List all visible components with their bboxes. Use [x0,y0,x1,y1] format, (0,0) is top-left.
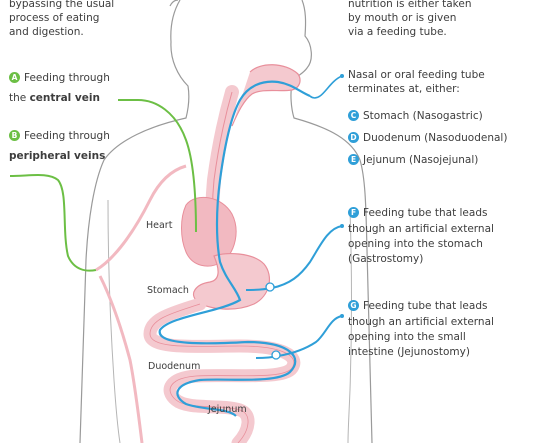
arm-vein-lower [100,276,142,443]
badge-b: B [9,130,20,141]
label-heart: Heart [146,220,172,231]
left-intro-line-3: and digestion. [9,25,84,40]
right-intro-line-3: via a feeding tube. [348,25,447,40]
nasal-label-leader [310,76,342,98]
label-stomach: Stomach [147,285,189,296]
peripheral-vein-line [10,175,96,271]
item-b-line-2: peripheral veins [9,149,105,164]
right-intro-line-1: nutrition is either taken [348,0,471,12]
nasal-line-1: Nasal or oral feeding tube [348,68,485,83]
badge-c: C [348,110,359,121]
badge-g: G [348,300,359,311]
nasal-leader-dot [340,74,344,78]
jejunostomy-port [272,351,280,359]
left-intro-line-2: process of eating [9,11,99,26]
badge-e: E [348,154,359,165]
nasal-line-2: terminates at, either: [348,82,460,97]
item-g-line-4: intestine (Jejunostomy) [348,345,470,360]
item-f-line-4: (Gastrostomy) [348,252,423,267]
label-duodenum: Duodenum [148,361,200,372]
item-g-line-2: though an artificial external [348,315,494,330]
item-g-line-3: opening into the small [348,330,466,345]
intestine [150,304,294,443]
gastrostomy-port [266,283,274,291]
item-f-line-3: opening into the stomach [348,237,483,252]
badge-d: D [348,132,359,143]
badge-a: A [9,72,20,83]
label-jejunum: Jejunum [208,404,247,415]
left-intro-line-1: bypassing the usual [9,0,114,12]
arm-vein [96,166,186,270]
item-a-line-2: the central vein [9,91,100,106]
item-f-line-2: though an artificial external [348,222,494,237]
right-intro-line-2: by mouth or is given [348,11,456,26]
badge-f: F [348,207,359,218]
